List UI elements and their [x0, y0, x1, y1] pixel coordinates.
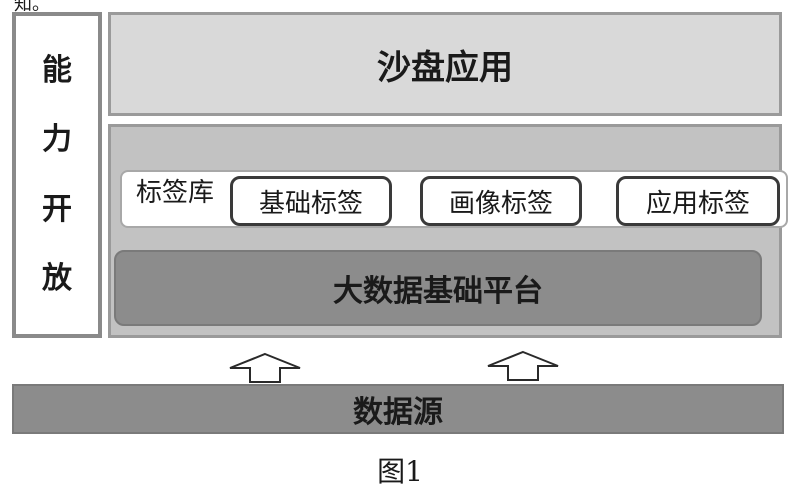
- capability-open-column: 能 力 开 放: [12, 12, 102, 338]
- up-arrow-icon: [229, 352, 301, 383]
- left-char-2: 力: [42, 122, 72, 158]
- data-source-label: 数据源: [353, 395, 443, 430]
- figure-caption: 图1: [377, 455, 423, 488]
- profile-tag-box: 画像标签: [420, 176, 582, 226]
- top-text-fragment: 知。: [14, 0, 50, 15]
- left-char-3: 开: [42, 191, 72, 227]
- big-data-platform-layer: 大数据基础平台: [114, 250, 762, 326]
- big-data-platform-label: 大数据基础平台: [333, 274, 543, 309]
- basic-tag-box: 基础标签: [230, 176, 392, 226]
- up-arrow-icon: [487, 350, 559, 381]
- tag-library-label: 标签库: [136, 178, 215, 208]
- left-char-1: 能: [42, 52, 72, 88]
- left-char-4: 放: [42, 261, 72, 297]
- application-tag-box: 应用标签: [616, 176, 780, 226]
- sandbox-application-label: 沙盘应用: [377, 47, 513, 88]
- sandbox-application-layer: 沙盘应用: [108, 12, 782, 116]
- data-source-layer: 数据源: [12, 384, 784, 434]
